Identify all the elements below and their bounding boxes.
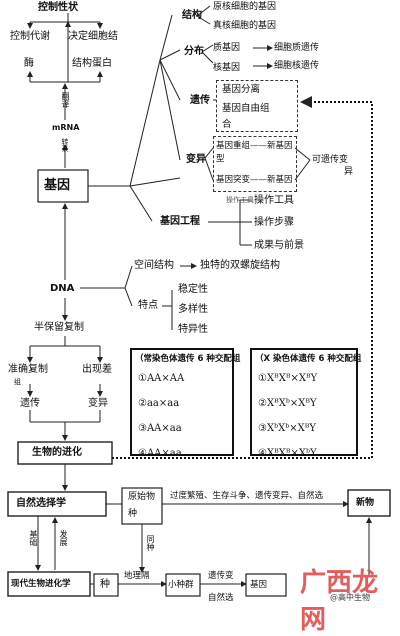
label-achievements-prospects: 成果与前景	[254, 240, 304, 251]
label-genetic-variation: 遗传变	[208, 571, 234, 581]
autosome-mating-table: （常染色体遗传 6 种交配组 ①AA×AA ②aa×aa ③AA×aa ④AA×…	[130, 348, 241, 459]
label-double-helix: 独特的双螺旋结构	[200, 260, 280, 271]
x-chromosome-mating-table: （X 染色体遗传 6 种交配组 ①XᴮXᴮ×XᴮY ②XᴮXᵇ×XᴮY ③XᵇX…	[250, 348, 362, 459]
variation-box	[213, 136, 297, 192]
label-geographic-isolation: 地理隔	[124, 571, 150, 581]
label-distribution: 分布	[184, 46, 204, 57]
label-operation-steps: 操作步骤	[254, 217, 294, 228]
label-heredity: 遗传	[190, 95, 210, 106]
label-modern-evolution-theory: 现代生物进化学	[11, 579, 71, 589]
label-species: 种	[100, 579, 110, 590]
label-stability: 稳定性	[178, 284, 208, 295]
label-gene-mutation: 基因突变——新基因	[216, 175, 293, 185]
label-dna: DNA	[50, 283, 75, 294]
autosome-row: ④AA×aa	[138, 448, 182, 459]
connector-lines	[7, 5, 391, 597]
title-control-traits: 控制性状	[38, 2, 78, 13]
label-accurate-replication-2: 组	[14, 378, 21, 386]
label-semi-conservative: 半保留复制	[34, 322, 84, 333]
x-table-row: ③XᵇXᵇ×XᴮY	[258, 423, 316, 434]
label-small-population: 小种群	[168, 580, 194, 590]
label-gene-engineering: 基因工程	[160, 216, 200, 227]
label-eukaryote-gene: 真核细胞的基因	[213, 21, 277, 31]
label-gene-recombination: 基因重组——新基因	[216, 141, 293, 151]
label-diversity: 多样性	[178, 304, 208, 315]
label-natural-selection: 自然选	[208, 593, 234, 603]
label-structure-protein: 结构蛋白	[72, 58, 112, 69]
x-table-row: ①XᴮXᴮ×XᴮY	[258, 373, 318, 384]
label-same-species: 同种	[146, 535, 155, 551]
label-nuclear-gene: 核基因	[213, 63, 241, 73]
label-mrna: mRNA	[52, 123, 80, 132]
watermark-small: @高中生物	[330, 593, 370, 602]
autosome-table-title: （常染色体遗传 6 种交配组	[135, 354, 241, 364]
label-enzyme: 酶	[24, 58, 34, 69]
label-decide-cell-structure: 决定细胞结	[68, 31, 118, 42]
label-natural-selection-theory: 自然选择学	[16, 498, 66, 509]
label-nuclear-inheritance: 细胞核遗传	[274, 61, 320, 71]
label-development: 发展	[59, 530, 68, 546]
label-heritable-variation: 可遗传变	[312, 155, 349, 165]
label-operation-tools: 操作工具	[254, 195, 294, 206]
autosome-row: ②aa×aa	[138, 398, 180, 409]
x-table-row: ②XᴮXᵇ×XᴮY	[258, 398, 317, 409]
label-tool-hint: 操作工具	[226, 196, 254, 204]
label-cytoplasm-inheritance: 细胞质遗传	[274, 43, 320, 53]
label-heredity-2: 遗传	[20, 398, 40, 409]
x-table-title: （X 染色体遗传 6 种交配组	[255, 354, 362, 364]
label-prokaryote-gene: 原核细胞的基因	[213, 2, 277, 12]
autosome-row: ①AA×AA	[138, 373, 185, 384]
label-original-species-2: 种	[128, 509, 138, 519]
label-accurate-replication: 准确复制	[8, 364, 48, 375]
label-free-combination: 基因自由组	[222, 103, 270, 114]
label-variation: 变异	[186, 154, 206, 165]
label-evolution: 生物的进化	[32, 447, 82, 458]
autosome-row: ③AA×aa	[138, 423, 182, 434]
label-structure: 结构	[182, 10, 202, 21]
label-control-metabolism: 控制代谢	[10, 31, 50, 42]
label-features: 特点	[138, 300, 158, 311]
label-gene: 基因	[44, 178, 71, 193]
label-heritable-variation-2: 异	[344, 167, 354, 177]
label-free-combination-2: 合	[222, 119, 232, 130]
label-spatial-structure: 空间结构	[134, 260, 174, 271]
label-gene-frequency: 基因	[250, 580, 268, 590]
label-variation-2: 变异	[88, 398, 108, 409]
label-evolution-process: 过度繁殖、生存斗争、遗传变异、自然选	[170, 491, 324, 501]
label-error: 出现差	[82, 364, 112, 375]
label-gene-recombination-2: 型	[216, 154, 225, 164]
label-original-species: 原始物	[128, 492, 156, 502]
label-gene-segregation: 基因分离	[222, 84, 261, 95]
label-new-species: 新物	[356, 498, 375, 508]
heredity-box	[216, 80, 298, 132]
label-translation: 翻译	[61, 92, 70, 108]
label-cytoplasm-gene: 质基因	[213, 43, 241, 53]
label-specificity: 特异性	[178, 324, 208, 335]
label-basis: 基础	[29, 530, 38, 546]
x-table-row: ④XᴮXᴮ×XᵇY	[258, 448, 317, 459]
label-transcription: 转录	[61, 138, 69, 152]
